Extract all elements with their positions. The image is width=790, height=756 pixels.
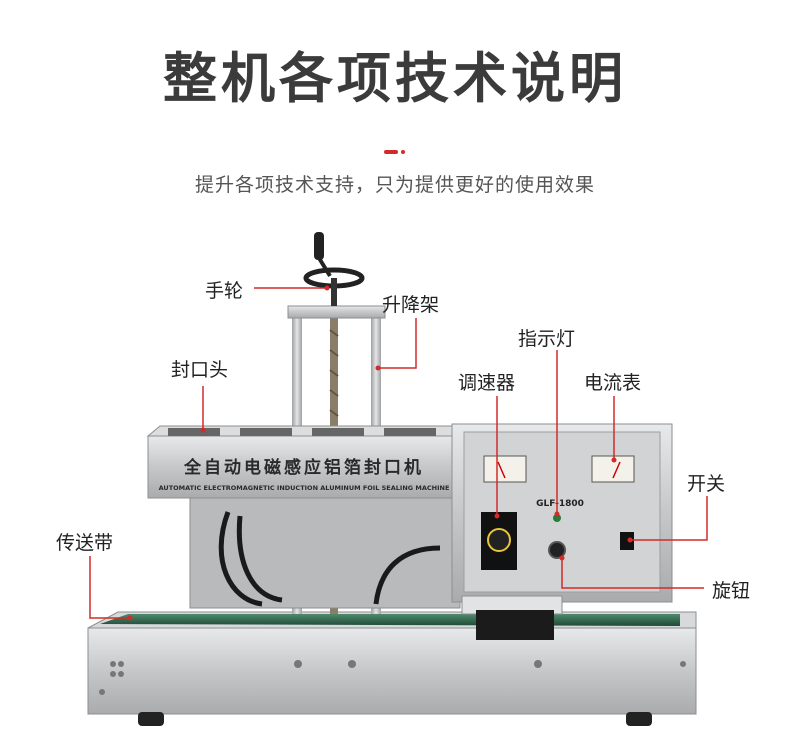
handwheel <box>303 232 365 306</box>
caster-left <box>138 712 164 726</box>
callout-sealing-head: 封口头 <box>171 359 229 381</box>
ammeter-gauge <box>483 455 527 483</box>
nameplate-cn: 全自动电磁感应铝箔封口机 <box>183 457 424 478</box>
callout-line-knob <box>561 558 704 589</box>
callout-conveyor: 传送带 <box>56 532 114 554</box>
cable-3 <box>373 545 441 605</box>
indicator-lamp <box>553 514 561 522</box>
belt-guide <box>476 610 554 640</box>
cable-2 <box>236 515 283 603</box>
callout-line-switch <box>630 496 708 541</box>
control-box: GLF-1800 <box>451 423 673 640</box>
sealing-head <box>146 425 472 609</box>
callout-lines <box>89 285 708 621</box>
model-label: GLF-1800 <box>536 499 584 509</box>
callout-line-conveyor <box>89 556 130 619</box>
nameplate-en: AUTOMATIC ELECTROMAGNETIC INDUCTION ALUM… <box>159 484 450 492</box>
handwheel-grip <box>314 232 324 260</box>
page-title: 整机各项技术说明 <box>163 47 627 110</box>
callout-handwheel: 手轮 <box>205 280 244 302</box>
caster-right <box>626 712 652 726</box>
power-switch <box>620 532 634 550</box>
callout-lift-frame: 升降架 <box>382 294 440 316</box>
callout-knob: 旋钮 <box>712 580 751 602</box>
conveyor-base <box>87 611 697 726</box>
page-subtitle: 提升各项技术支持，只为提供更好的使用效果 <box>194 174 595 196</box>
power-knob <box>548 541 566 559</box>
callout-power-switch: 开关 <box>687 473 726 495</box>
callout-indicator-light: 指示灯 <box>518 328 576 350</box>
callout-ammeter: 电流表 <box>584 372 642 394</box>
cable-1 <box>218 511 263 607</box>
title-accent-mark <box>384 150 405 154</box>
callout-speed-control: 调速器 <box>458 372 516 394</box>
conveyor-belt <box>100 614 680 626</box>
callout-line-lift-frame <box>378 318 417 369</box>
